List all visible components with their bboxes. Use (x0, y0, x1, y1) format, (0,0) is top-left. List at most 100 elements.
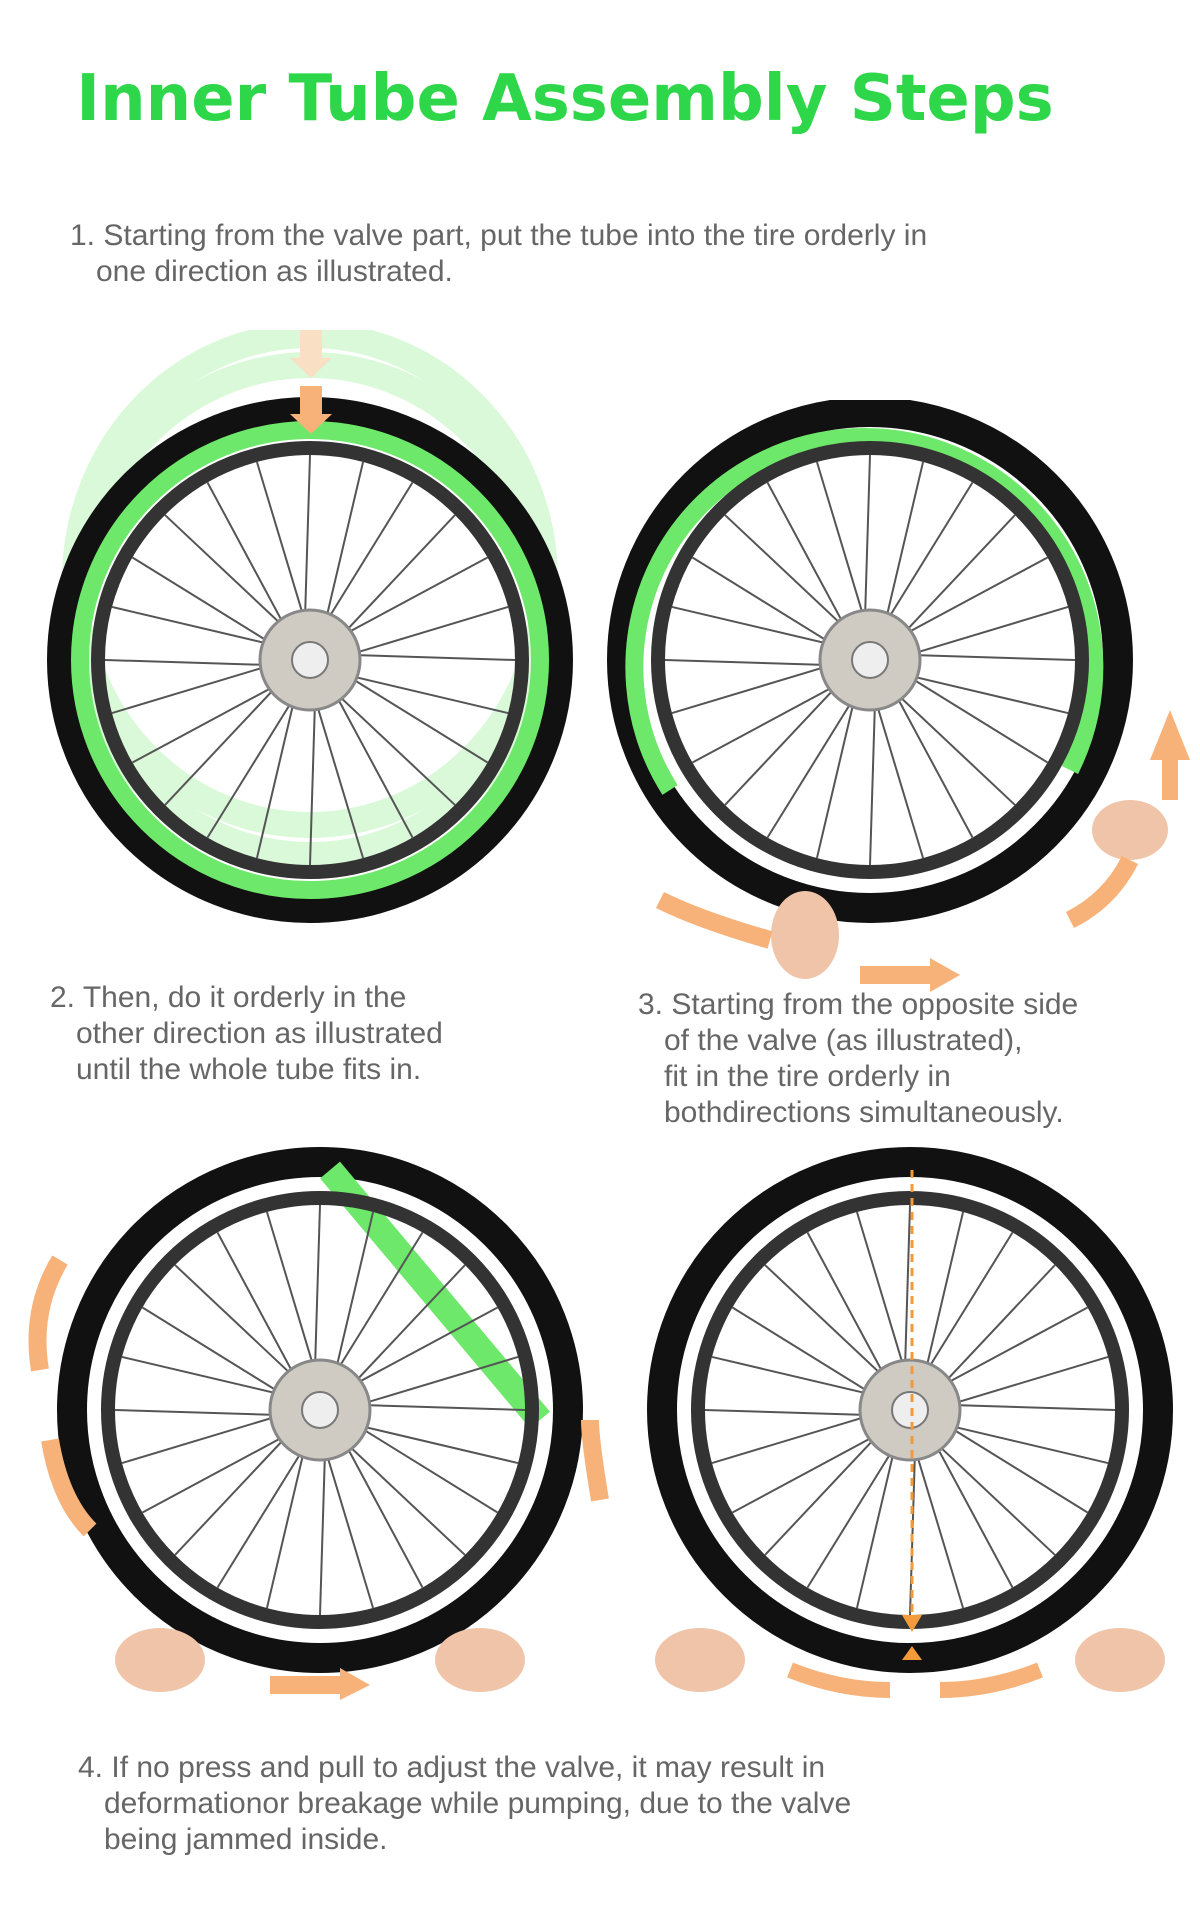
spoke (671, 605, 844, 649)
spoke (936, 1421, 1109, 1465)
step-1-line-2: one direction as illustrated. (96, 255, 453, 288)
spoke (164, 676, 287, 806)
spoke (349, 1355, 519, 1409)
spoke (881, 461, 925, 634)
spoke (939, 1355, 1109, 1409)
spoke (893, 514, 1016, 644)
spoke (937, 1419, 1089, 1514)
arrow-icon (28, 1255, 609, 1700)
spoke (216, 1231, 302, 1388)
spoke (855, 1436, 899, 1609)
spoke (121, 1355, 294, 1399)
spoke (724, 514, 854, 637)
spoke (888, 682, 974, 839)
wheel-icon (57, 1147, 583, 1673)
spoke (691, 556, 843, 651)
step-1-line-1: 1. Starting from the valve part, put the… (70, 219, 928, 252)
spoke (921, 1211, 965, 1384)
spoke (764, 1426, 887, 1556)
spoke (879, 481, 974, 633)
spoke (309, 689, 317, 866)
spoke (338, 1432, 424, 1589)
wheel-illustration-step-1 (47, 330, 573, 923)
step-3-line-1: 3. Starting from the opposite side (638, 988, 1079, 1021)
spoke (926, 1433, 1056, 1556)
spoke (899, 605, 1069, 659)
spoke (319, 1439, 327, 1616)
spoke (121, 1411, 291, 1465)
spoke (806, 1231, 892, 1388)
spoke (664, 659, 841, 667)
step-1-text: 1. Starting from the valve part, put the… (70, 218, 927, 290)
spoke (731, 1428, 888, 1514)
spoke (265, 1436, 309, 1609)
spoke (339, 653, 516, 661)
wheel-illustration-step-1b (607, 400, 1190, 992)
spoke (337, 669, 489, 764)
spoke (346, 1421, 519, 1465)
valve-icon (902, 1170, 922, 1660)
wheel-illustration-step-2 (28, 1147, 609, 1700)
step-3-line-3: fit in the tire orderly in (664, 1060, 951, 1093)
wheel-icon (647, 1147, 1173, 1673)
spoke (886, 683, 1016, 806)
spoke (903, 1204, 911, 1381)
spoke (815, 686, 859, 859)
spoke (303, 454, 311, 631)
spoke (311, 689, 365, 859)
step-4-line-2: deformationor breakage while pumping, du… (104, 1787, 852, 1820)
spoke (114, 1409, 291, 1417)
spoke (349, 1403, 526, 1411)
spoke (724, 676, 847, 806)
spoke (131, 678, 288, 764)
step-3-line-2: of the valve (as illustrated), (664, 1024, 1023, 1057)
hand-icon (115, 1628, 525, 1692)
arrow-icon (655, 710, 1190, 992)
spoke (815, 461, 869, 631)
arrow-icon (787, 1662, 1043, 1698)
page-title: Inner Tube Assembly Steps (76, 62, 1054, 136)
spoke (806, 1437, 901, 1589)
spoke (671, 661, 841, 715)
spoke (711, 1355, 884, 1399)
spoke (932, 1306, 1089, 1392)
spoke (206, 481, 292, 638)
spoke (328, 682, 414, 839)
step-2-text: 2. Then, do it orderly in the other dire… (50, 980, 443, 1088)
spoke (911, 1439, 965, 1609)
spoke (939, 1403, 1116, 1411)
spoke (896, 671, 1069, 715)
step-2-line-1: 2. Then, do it orderly in the (50, 981, 407, 1014)
spoke (332, 556, 489, 642)
spoke (731, 1306, 883, 1401)
spoke (141, 1428, 298, 1514)
spoke (216, 1437, 311, 1589)
spoke (343, 1264, 466, 1394)
wheel-icon (607, 400, 1133, 923)
spoke (892, 556, 1049, 642)
spoke (342, 1306, 499, 1392)
spoke (131, 556, 283, 651)
spoke (174, 1264, 304, 1387)
spoke (164, 514, 294, 637)
spoke (321, 461, 365, 634)
spoke (347, 1419, 499, 1514)
spoke (111, 605, 284, 649)
spoke (206, 687, 301, 839)
spoke (141, 1306, 293, 1401)
step-4-text: 4. If no press and pull to adjust the va… (78, 1750, 851, 1858)
wheel-icon (47, 397, 573, 923)
spoke (871, 689, 925, 859)
spoke (704, 1409, 881, 1417)
arrow-icon (290, 330, 332, 434)
spoke (331, 1211, 375, 1384)
spoke (265, 1211, 319, 1381)
step-4-line-3: being jammed inside. (104, 1823, 388, 1856)
spoke (933, 1264, 1056, 1394)
spoke (333, 514, 456, 644)
step-3-text: 3. Starting from the opposite side of th… (638, 987, 1078, 1131)
spoke (691, 678, 848, 764)
step-4-line-1: 4. If no press and pull to adjust the va… (78, 1751, 826, 1784)
spoke (174, 1426, 297, 1556)
spoke (766, 481, 852, 638)
